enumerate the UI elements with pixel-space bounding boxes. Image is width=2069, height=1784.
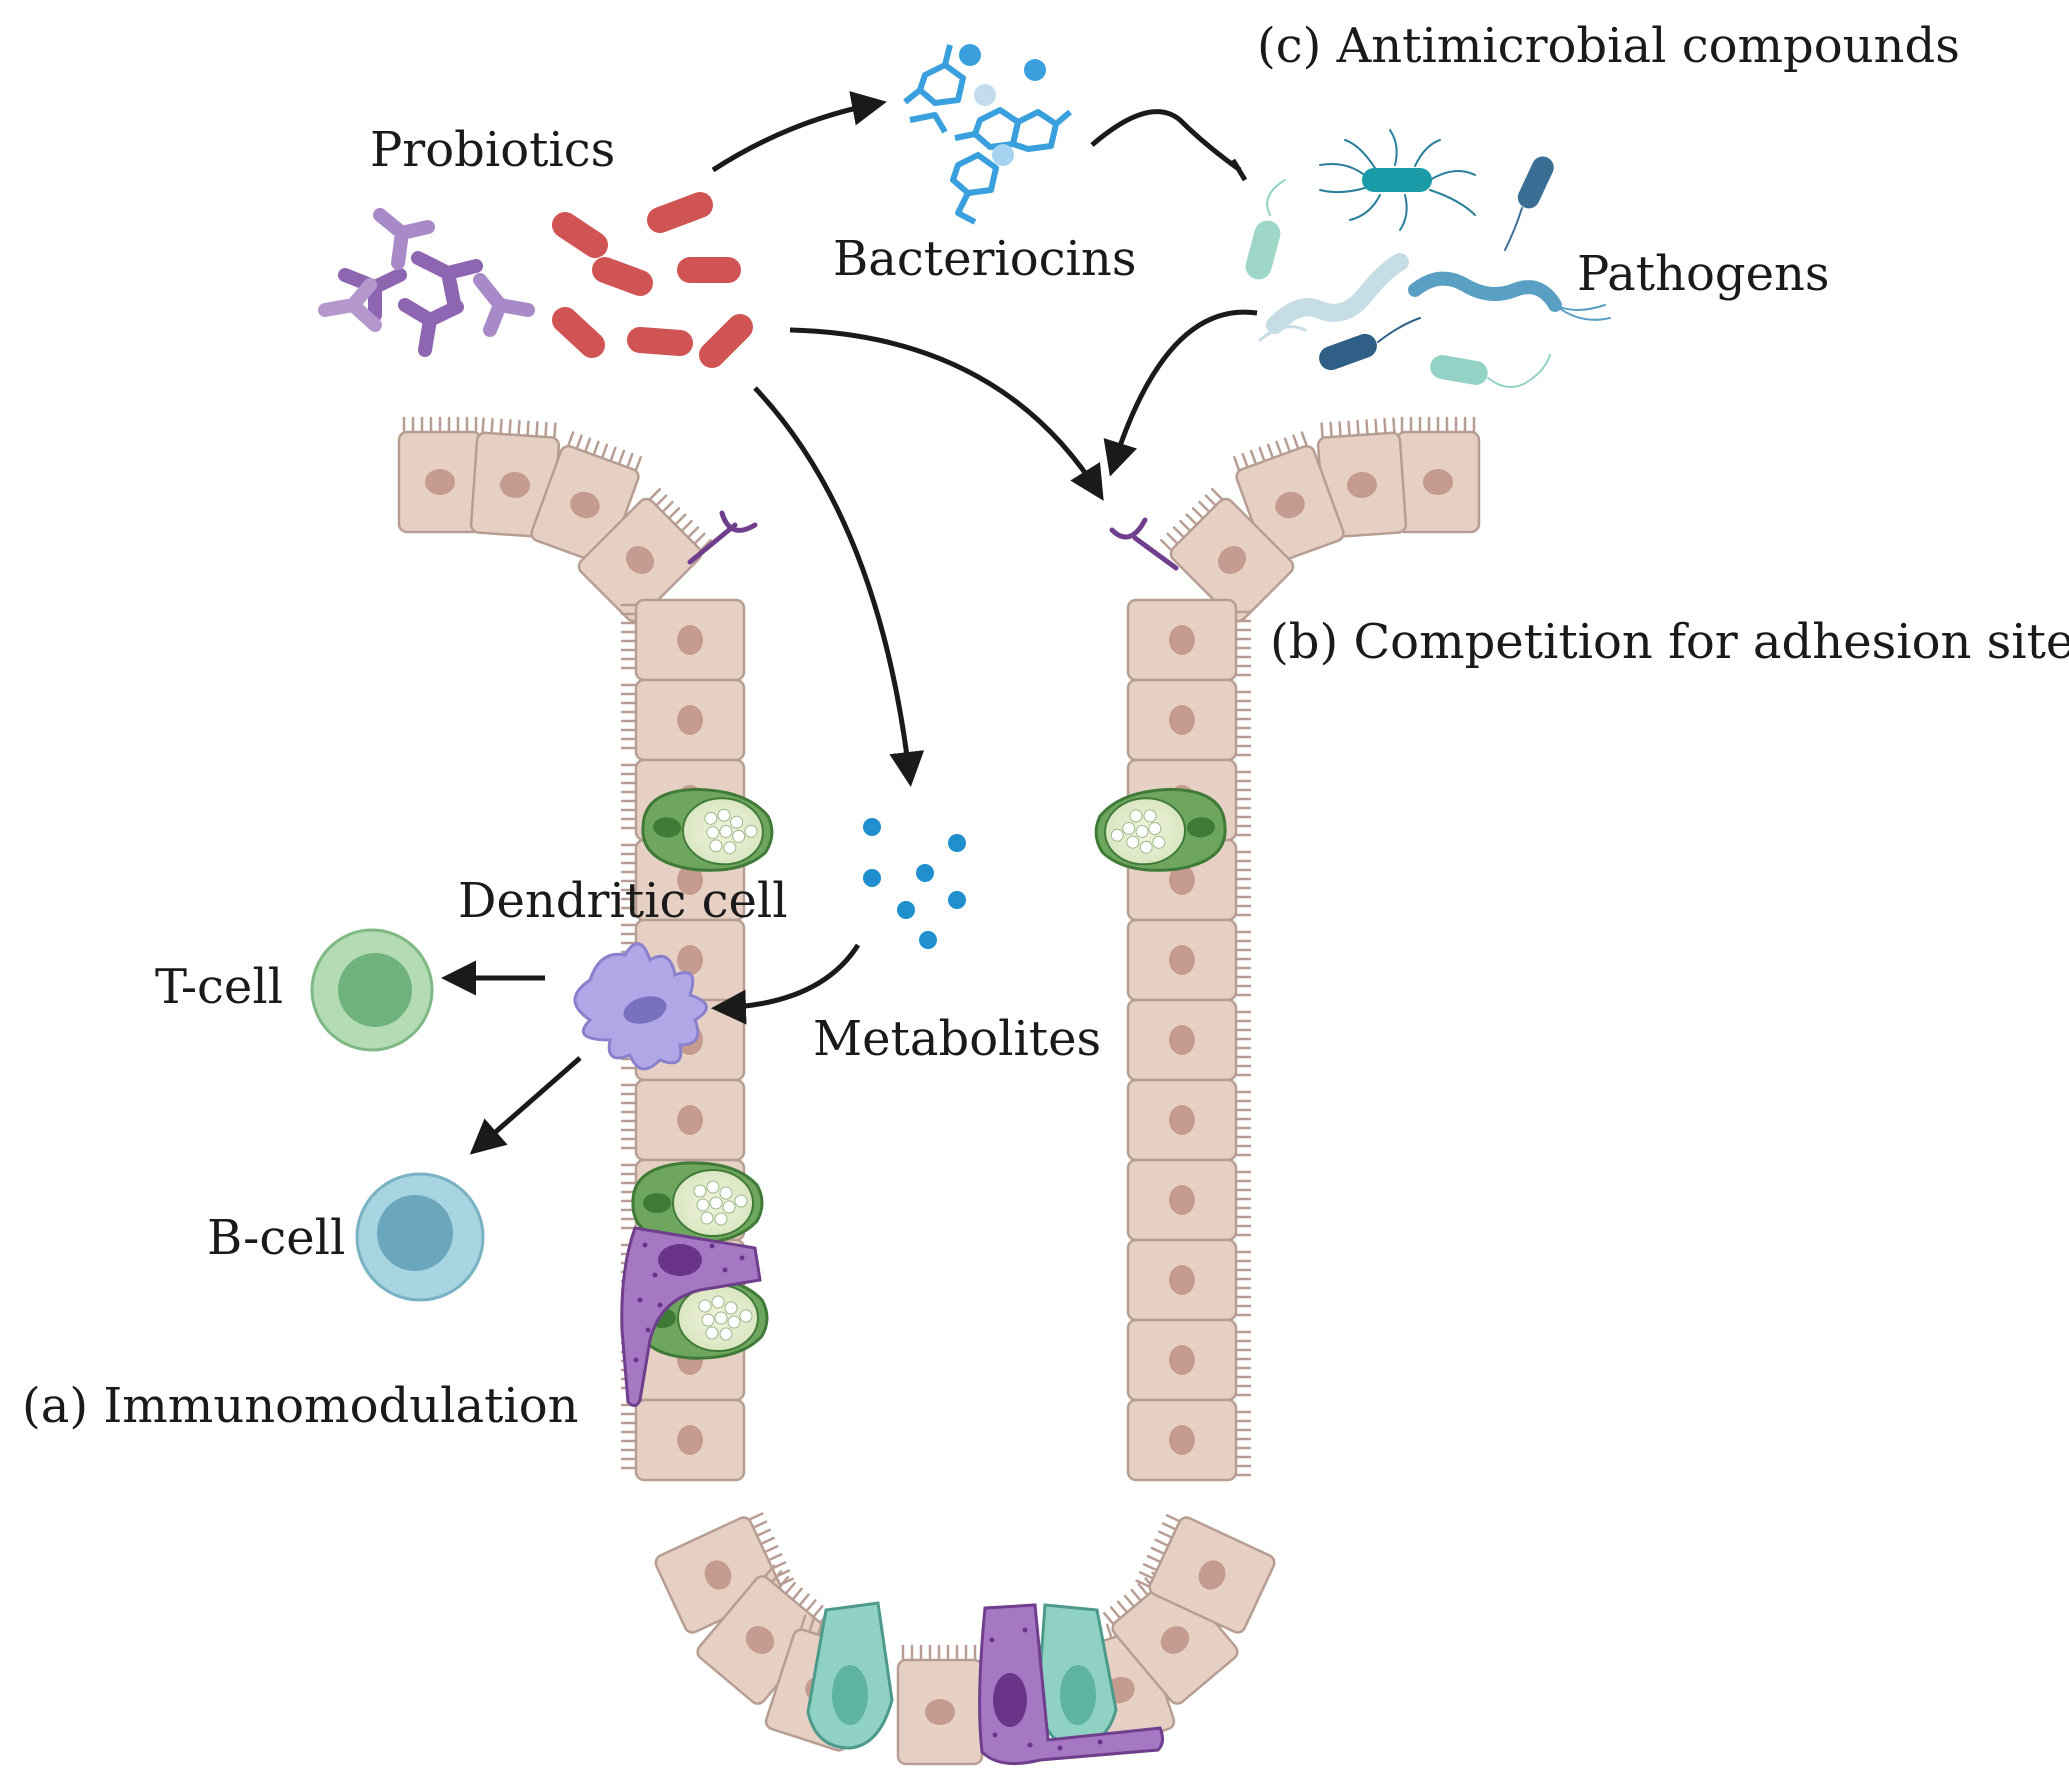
epithelial-cell: [1102, 1565, 1239, 1705]
arrow-probiotics-to-adhesion-site: [789, 327, 1104, 501]
epithelial-cell: [620, 678, 746, 762]
label-pathogens: Pathogens: [1577, 246, 1830, 302]
epithelial-cell: [1126, 998, 1252, 1082]
epithelial-cell: [397, 416, 483, 534]
label-immunomodulation: (a) Immunomodulation: [22, 1378, 579, 1434]
tuft-cell-base: [978, 1603, 1165, 1766]
inhibition-bacteriocins-to-pathogens: [1090, 109, 1242, 173]
inhibition-bar: [1230, 158, 1248, 182]
epithelial-cell: [1126, 918, 1252, 1002]
metabolite-dots: [863, 818, 966, 949]
tuft-cell-left: [620, 1226, 762, 1407]
label-bacteriocins: Bacteriocins: [833, 231, 1136, 287]
label-t-cell: T-cell: [155, 959, 283, 1015]
epithelial-cell: [620, 1398, 746, 1482]
goblet-cell-right: [1094, 787, 1227, 872]
label-probiotics: Probiotics: [370, 122, 615, 178]
probiotic-lacto-bacteria: [552, 192, 753, 368]
paneth-cell-2: [1036, 1603, 1118, 1748]
epithelial-cell: [1135, 1514, 1276, 1634]
epithelial-cell: [1126, 1158, 1252, 1242]
epithelial-cell: [1126, 598, 1252, 682]
epithelial-cell: [1126, 1318, 1252, 1402]
pathogen-bacteria: [1245, 129, 1611, 388]
paneth-cell-1: [806, 1601, 894, 1750]
epithelial-cell: [1126, 1078, 1252, 1162]
epithelial-cell: [469, 417, 561, 539]
probiotic-bifido-bacteria: [318, 208, 535, 357]
b-cell: [355, 1172, 485, 1302]
arrow-probiotics-to-bacteriocins: [711, 91, 887, 173]
epithelial-cell: [1160, 488, 1295, 623]
epithelial-cell: [1126, 1398, 1252, 1482]
epithelial-cell: [1126, 1238, 1252, 1322]
t-cell: [310, 928, 434, 1052]
arrows: [441, 91, 1258, 1155]
arrow-probiotics-to-metabolites: [753, 386, 925, 787]
label-competition-for-adhesion-site: (b) Competition for adhesion site: [1270, 614, 2069, 670]
adhesion-receptor-right: [1109, 517, 1179, 571]
bacteriocin-particles: [959, 44, 1046, 166]
arrow-metabolites-to-dendritic-cell: [711, 943, 861, 1025]
adhesion-receptor-left: [687, 510, 758, 565]
epithelial-cell: [620, 598, 746, 682]
epithelial-cell: [577, 488, 712, 623]
goblet-cell-left-upper: [641, 787, 774, 872]
epithelial-cell: [896, 1644, 984, 1766]
arrow-pathogens-to-adhesion-site: [1103, 309, 1258, 477]
label-antimicrobial-compounds: (c) Antimicrobial compounds: [1257, 18, 1960, 74]
label-dendritic-cell: Dendritic cell: [458, 873, 788, 929]
epithelial-cell: [620, 1078, 746, 1162]
bacteriocin-molecules: [903, 44, 1072, 225]
label-b-cell: B-cell: [207, 1210, 345, 1266]
epithelial-cell: [1126, 678, 1252, 762]
epithelial-cell: [1316, 417, 1408, 539]
label-metabolites: Metabolites: [813, 1011, 1101, 1067]
arrow-dendritic-to-b-cell: [469, 1056, 582, 1155]
dendritic-cell: [573, 942, 708, 1071]
epithelial-cell: [1395, 416, 1481, 534]
